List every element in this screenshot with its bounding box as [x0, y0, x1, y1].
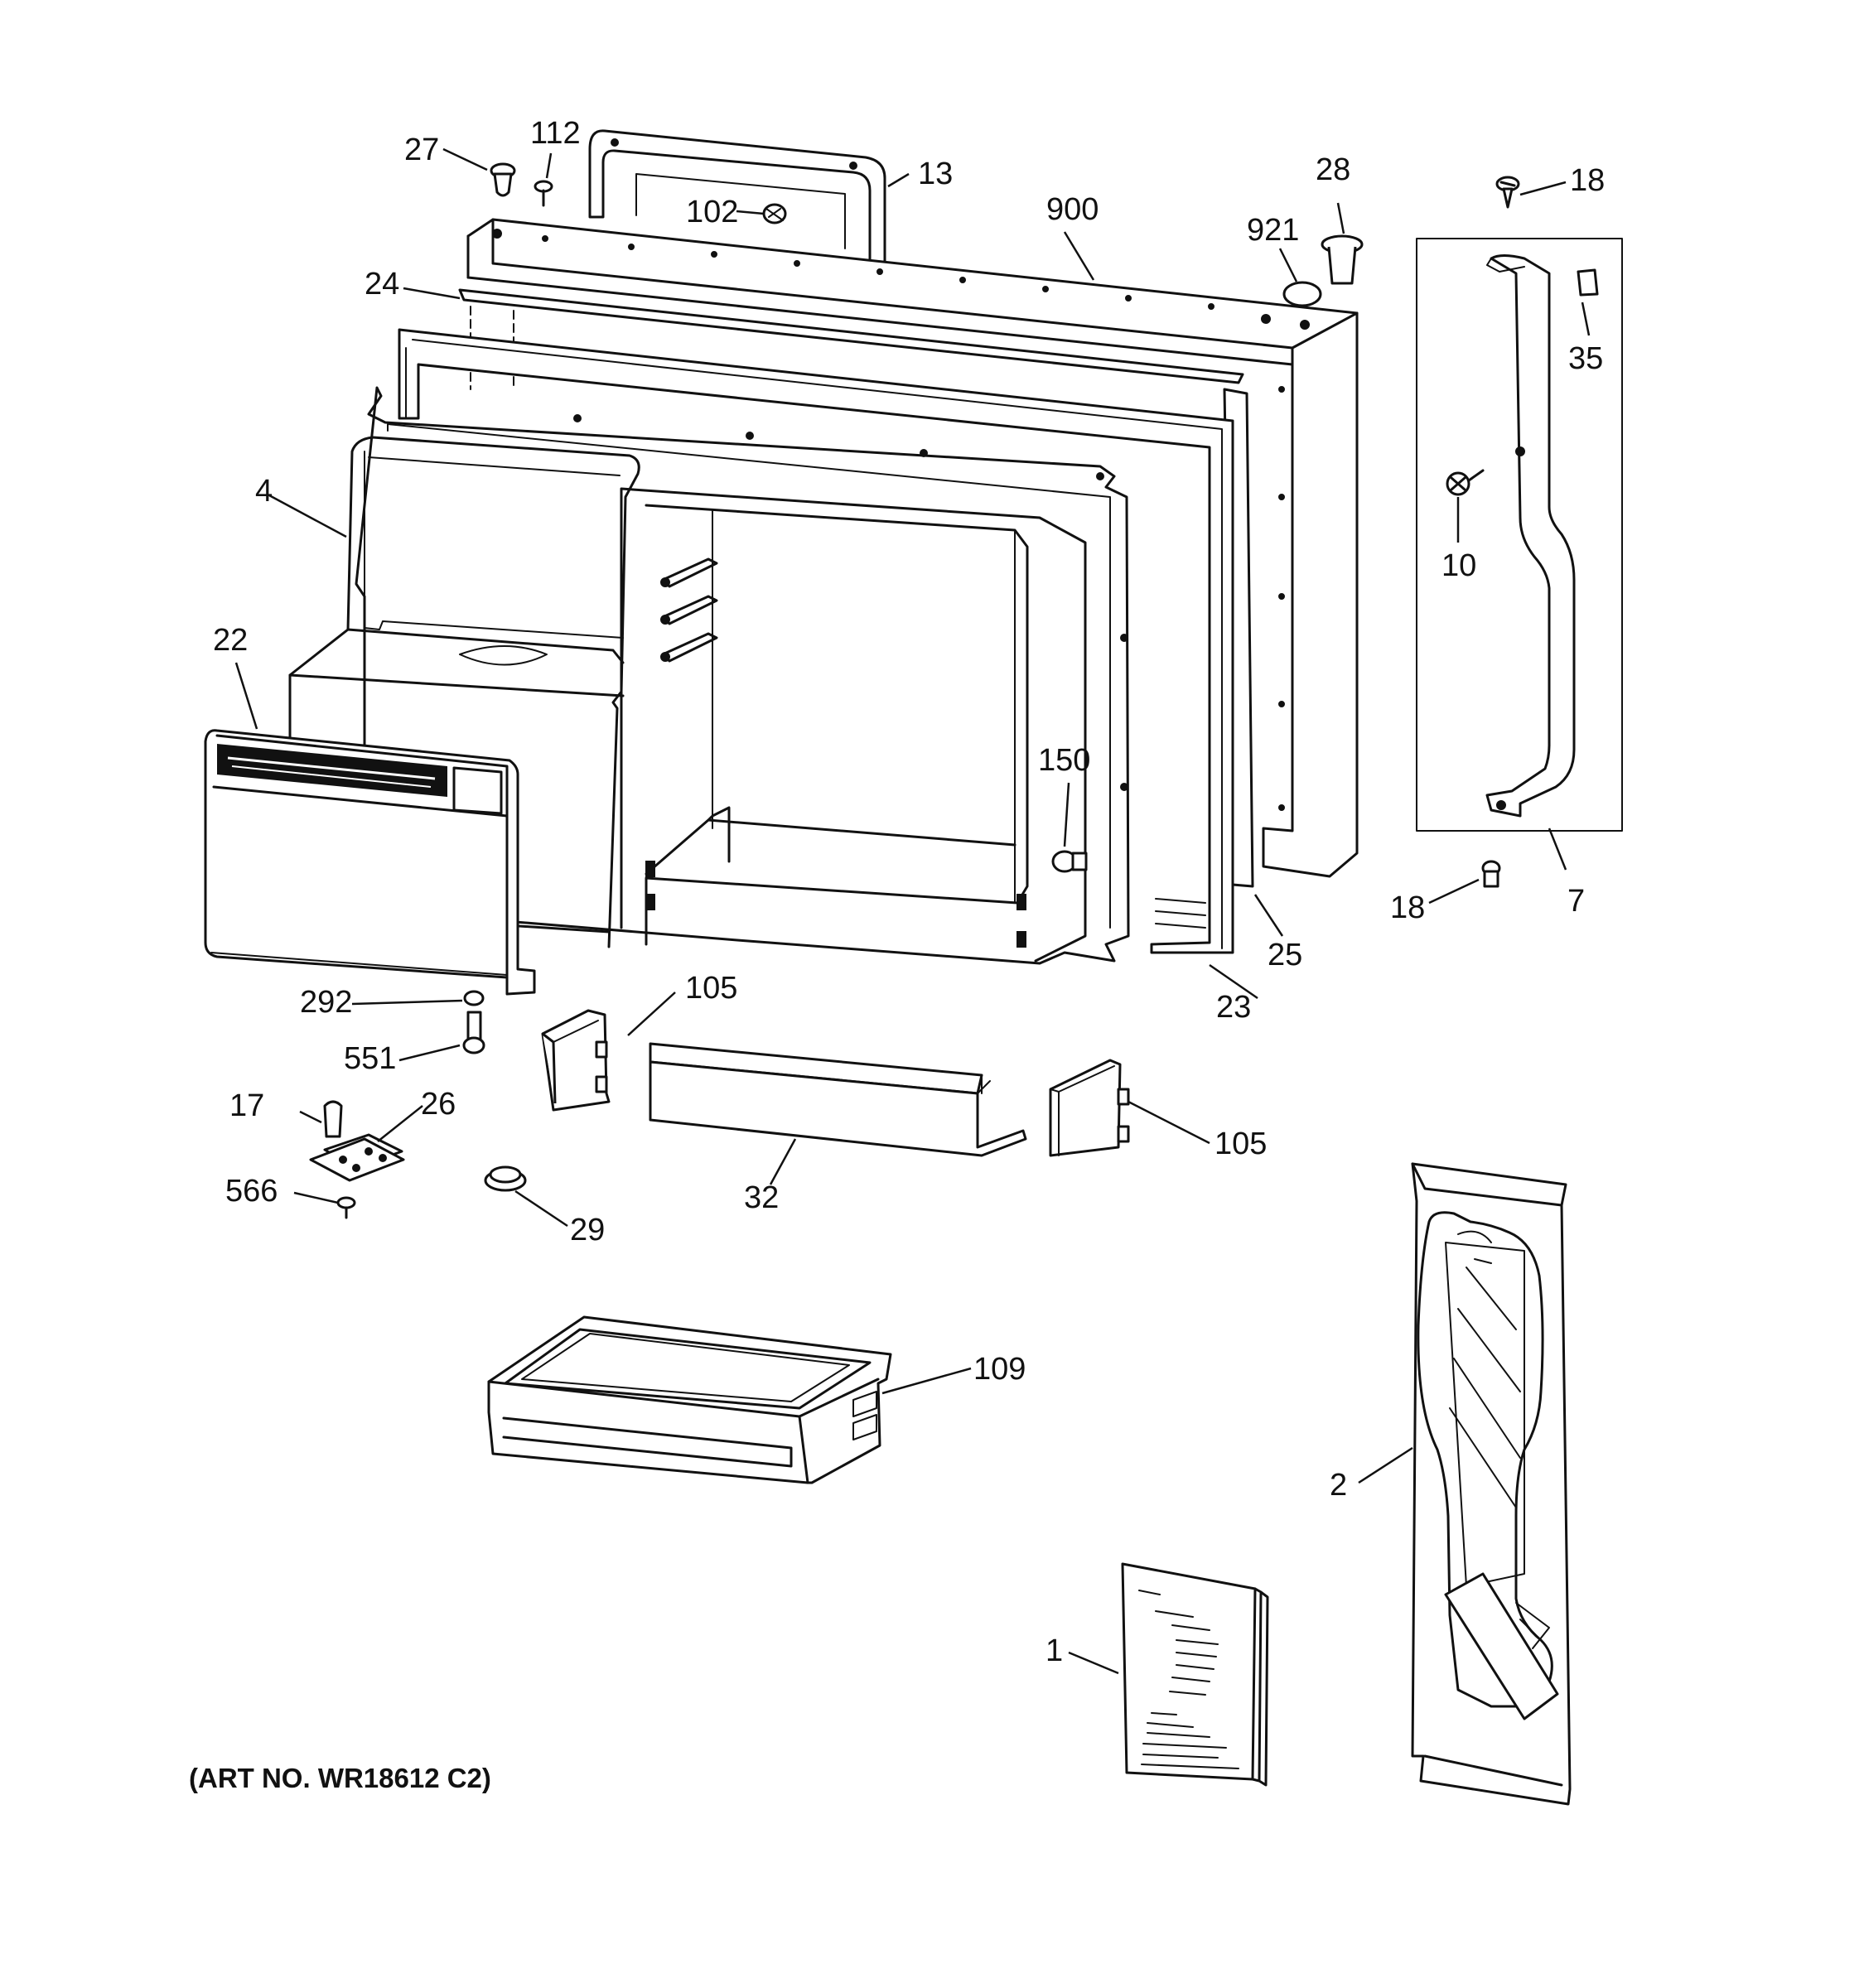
art-number: (ART NO. WR18612 C2) — [189, 1763, 491, 1793]
label-26: 26 — [421, 1087, 456, 1122]
label-13: 13 — [918, 157, 953, 191]
part-27-screw — [490, 162, 516, 197]
label-102: 102 — [686, 195, 738, 229]
label-109: 109 — [973, 1352, 1026, 1387]
label-35: 35 — [1568, 341, 1603, 376]
label-18-top: 18 — [1570, 163, 1605, 198]
part-29-cap — [484, 1165, 527, 1192]
part-2-packaged-kit — [1411, 1162, 1572, 1806]
label-551: 551 — [344, 1041, 396, 1076]
part-109-bin — [487, 1315, 892, 1484]
part-1-manual — [1121, 1562, 1269, 1787]
part-35-pad — [1577, 268, 1599, 297]
label-25: 25 — [1268, 938, 1302, 972]
label-2: 2 — [1330, 1468, 1347, 1503]
part-23-gasket — [398, 328, 1234, 954]
label-900: 900 — [1046, 192, 1099, 227]
callout-labels: 27 112 13 102 900 921 28 18 35 10 7 18 2… — [213, 116, 1605, 1668]
leader-lines — [234, 147, 1591, 1675]
part-13-access-panel — [588, 129, 886, 265]
part-105-right-bracket — [1049, 1059, 1130, 1157]
label-150: 150 — [1038, 743, 1090, 778]
part-112-screw — [534, 180, 553, 207]
part-18-bottom-screw — [1481, 860, 1501, 888]
label-1: 1 — [1045, 1633, 1063, 1668]
label-105-top: 105 — [685, 971, 737, 1006]
label-22: 22 — [213, 623, 248, 658]
part-28-bushing — [1321, 234, 1364, 285]
label-105-right: 105 — [1214, 1127, 1267, 1161]
part-551-screw — [462, 1011, 485, 1054]
label-32: 32 — [744, 1180, 779, 1215]
label-7: 7 — [1567, 884, 1585, 919]
label-921: 921 — [1247, 213, 1299, 248]
part-18-top-screw — [1495, 176, 1520, 209]
part-26-plate — [309, 1133, 405, 1182]
part-566-screw — [336, 1196, 356, 1219]
part-921-plug — [1282, 281, 1322, 307]
part-10-screw — [1446, 469, 1485, 496]
label-566: 566 — [225, 1174, 278, 1209]
label-10: 10 — [1441, 548, 1476, 583]
part-105-left-bracket — [541, 1009, 611, 1112]
label-23: 23 — [1216, 990, 1251, 1025]
label-27: 27 — [404, 133, 439, 167]
part-17-pin — [323, 1100, 343, 1138]
part-292-washer — [463, 990, 485, 1006]
label-292: 292 — [300, 985, 352, 1020]
label-112: 112 — [530, 116, 581, 151]
part-32-bar — [649, 1042, 1027, 1157]
label-24: 24 — [365, 267, 399, 302]
part-7-handle-kit — [1416, 238, 1623, 832]
label-17: 17 — [229, 1088, 264, 1123]
part-24-strip — [458, 288, 1244, 390]
label-4: 4 — [255, 474, 273, 509]
label-29: 29 — [570, 1213, 605, 1247]
part-102-plug — [762, 203, 787, 224]
part-22-front-cover — [204, 729, 536, 996]
label-28: 28 — [1316, 152, 1350, 187]
part-150-stop — [1051, 850, 1088, 873]
label-18-bottom: 18 — [1390, 890, 1425, 925]
part-900-outer-frame — [466, 218, 1359, 878]
